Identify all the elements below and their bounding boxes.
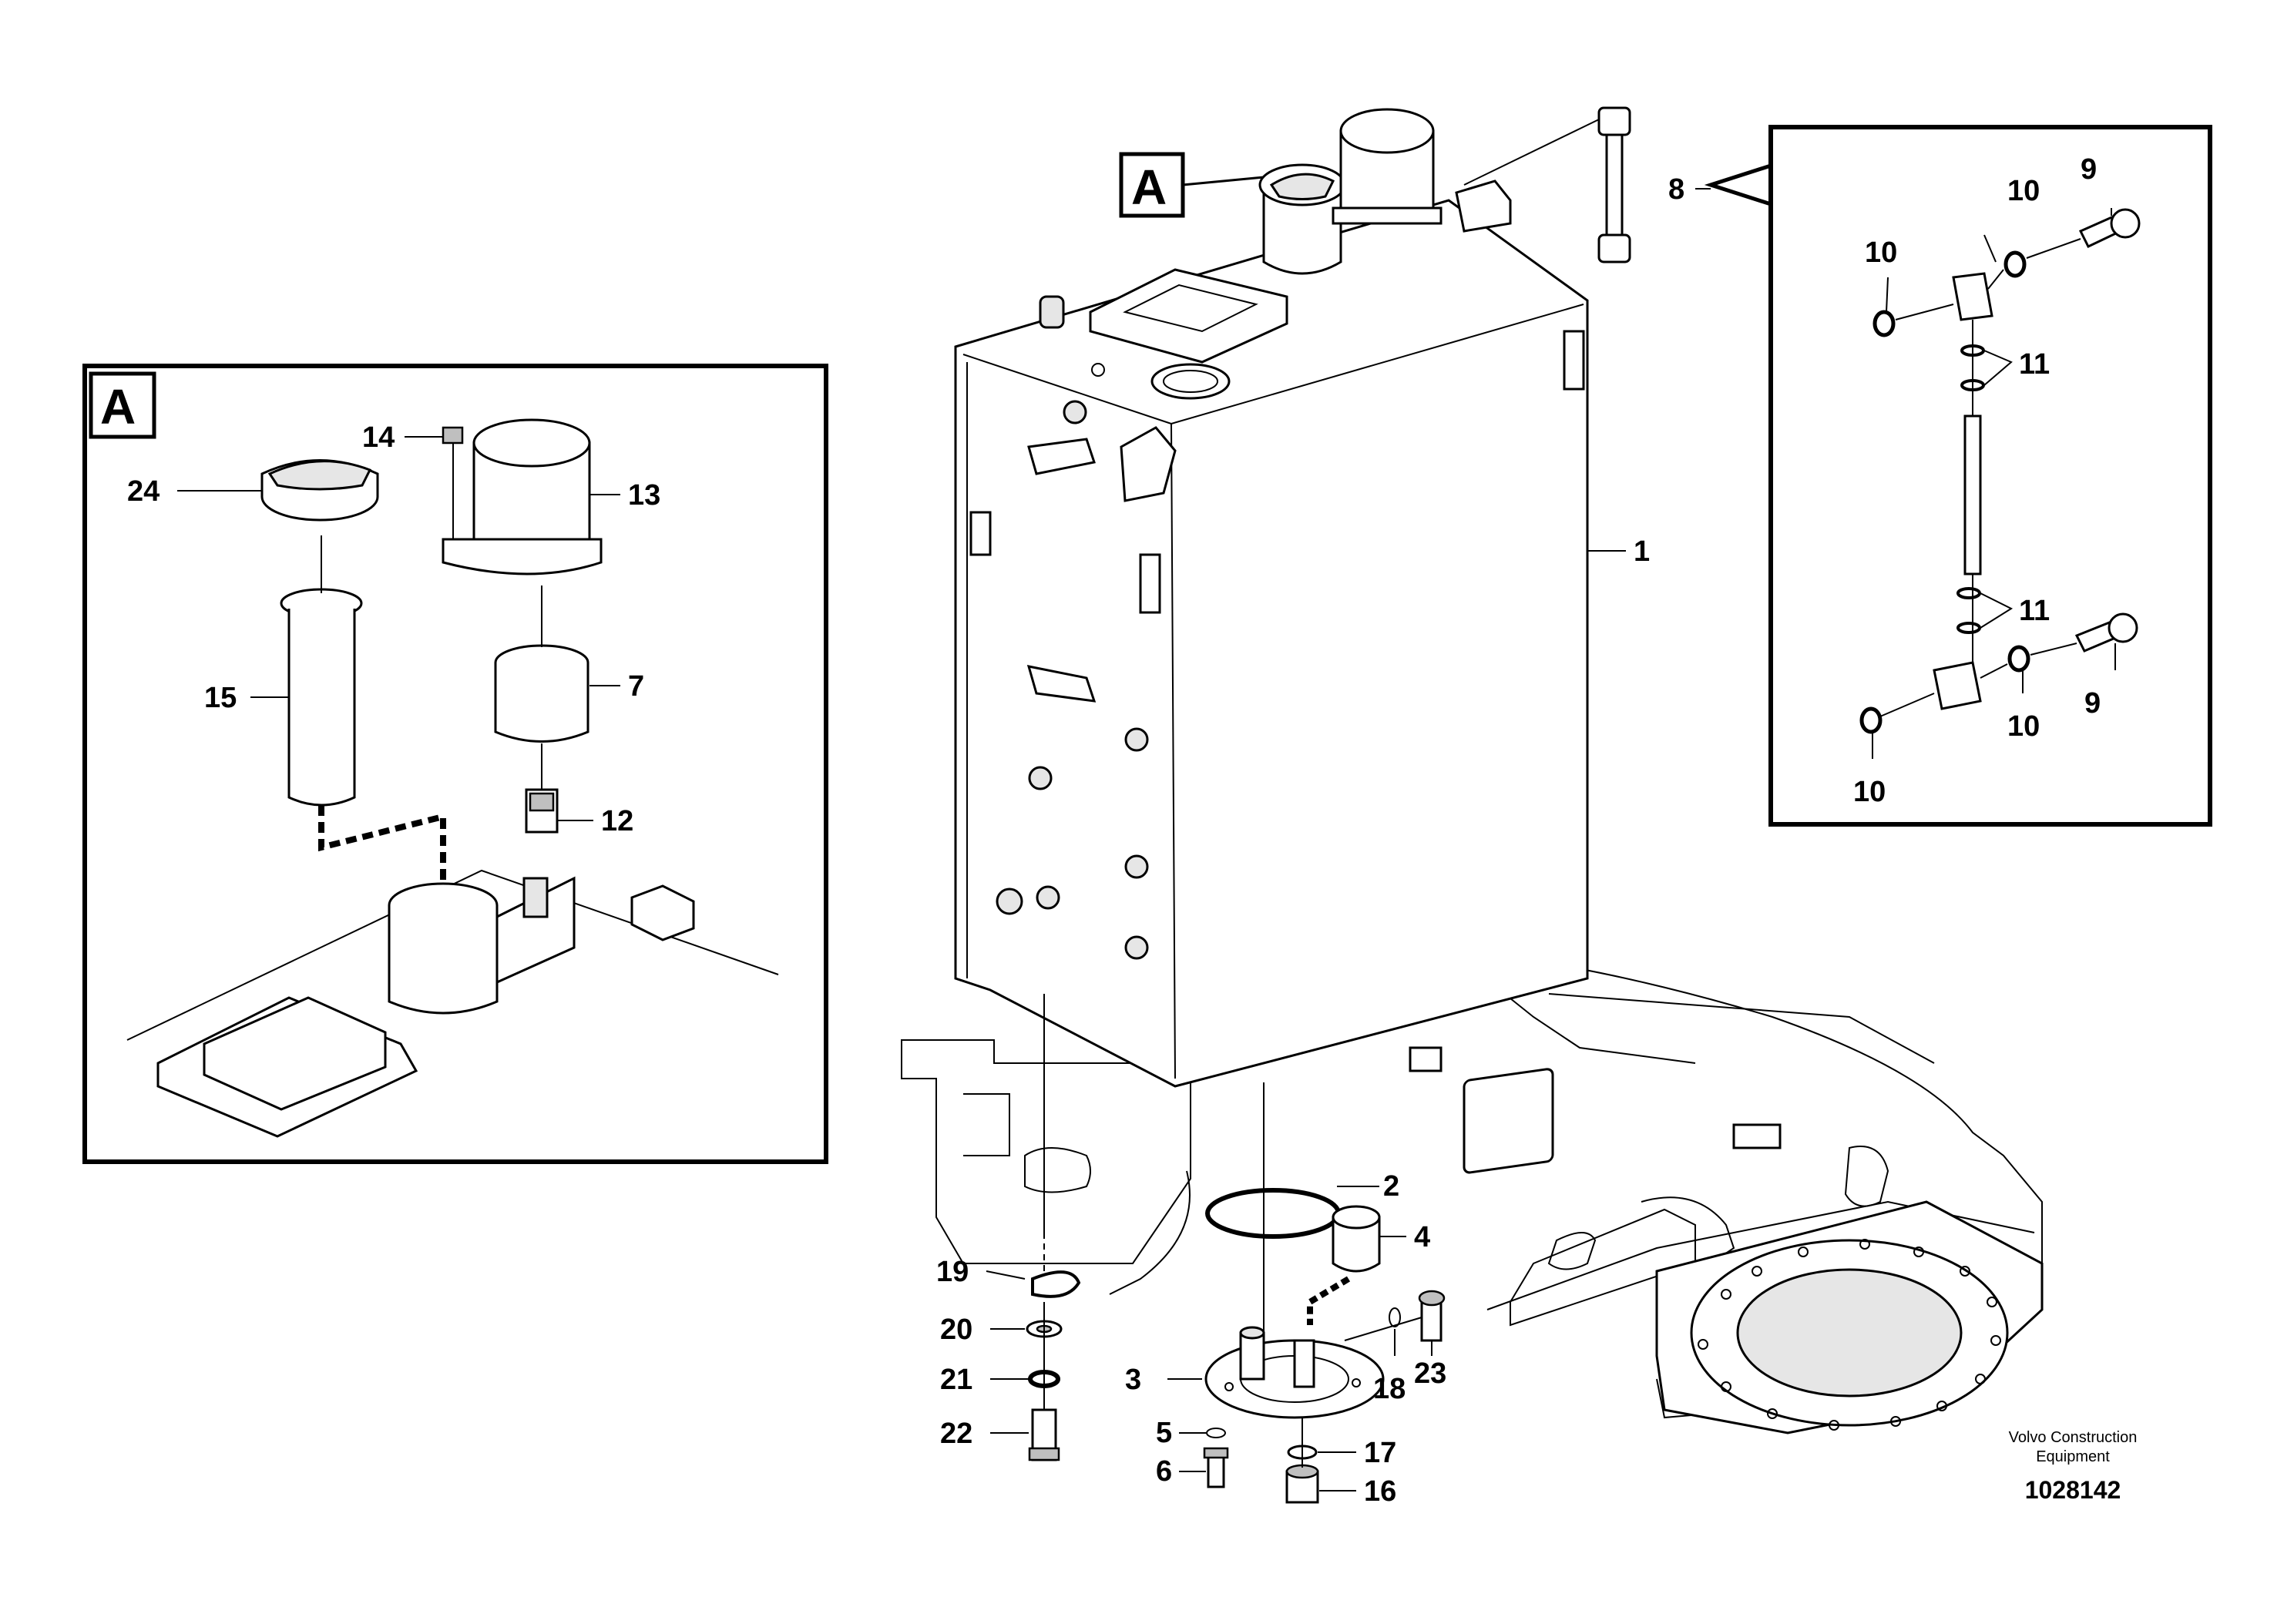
callout-24: 24 <box>127 475 160 508</box>
callout-12: 12 <box>601 805 633 837</box>
callout-21: 21 <box>940 1364 972 1396</box>
callout-4: 4 <box>1414 1221 1430 1253</box>
callout-13: 13 <box>628 479 660 512</box>
callout-3: 3 <box>1125 1364 1141 1396</box>
callout-19: 19 <box>936 1256 969 1288</box>
callout-labels: A A 1 2 3 4 5 6 7 8 9 9 10 10 10 10 11 1… <box>100 153 2101 1508</box>
callout-9-bottom: 9 <box>2084 687 2101 720</box>
callout-leaders <box>177 188 2116 1491</box>
callout-10-bottom-right: 10 <box>2007 710 2040 743</box>
callout-16: 16 <box>1364 1475 1396 1508</box>
view-marker-a-main: A <box>1131 159 1167 215</box>
callout-7: 7 <box>628 670 644 703</box>
callout-11-bottom: 11 <box>2019 595 2050 627</box>
callout-22: 22 <box>940 1418 972 1450</box>
callout-6: 6 <box>1156 1455 1172 1488</box>
detail-view-a <box>82 364 828 1164</box>
callout-14: 14 <box>362 421 395 454</box>
callout-8: 8 <box>1668 173 1684 206</box>
callout-1: 1 <box>1634 535 1650 568</box>
drawing-number: 1028142 <box>2025 1476 2121 1504</box>
caption-line-1: Volvo Construction <box>2009 1429 2138 1446</box>
callout-10-bottom-left: 10 <box>1853 776 1886 808</box>
callout-23: 23 <box>1414 1357 1446 1390</box>
callout-17: 17 <box>1364 1437 1396 1469</box>
exploded-parts <box>1026 994 1446 1504</box>
callout-20: 20 <box>940 1314 972 1346</box>
caption-line-2: Equipment <box>2036 1448 2110 1465</box>
view-marker-main <box>1119 152 1265 218</box>
callout-9-top: 9 <box>2081 153 2097 186</box>
callout-2: 2 <box>1383 1170 1399 1203</box>
caption-block: Volvo Construction Equipment 1028142 <box>2009 1429 2138 1504</box>
machine-frame <box>901 955 2044 1434</box>
callout-10-top-right: 10 <box>2007 175 2040 207</box>
callout-15: 15 <box>204 682 237 714</box>
callout-5: 5 <box>1156 1417 1172 1449</box>
hydraulic-tank <box>954 106 1631 1088</box>
view-marker-a-detail: A <box>100 379 136 435</box>
detail-view-gauge <box>1704 125 2212 827</box>
callout-18: 18 <box>1373 1373 1406 1405</box>
callout-11-top: 11 <box>2019 348 2050 381</box>
callout-10-top-left: 10 <box>1865 237 1897 269</box>
